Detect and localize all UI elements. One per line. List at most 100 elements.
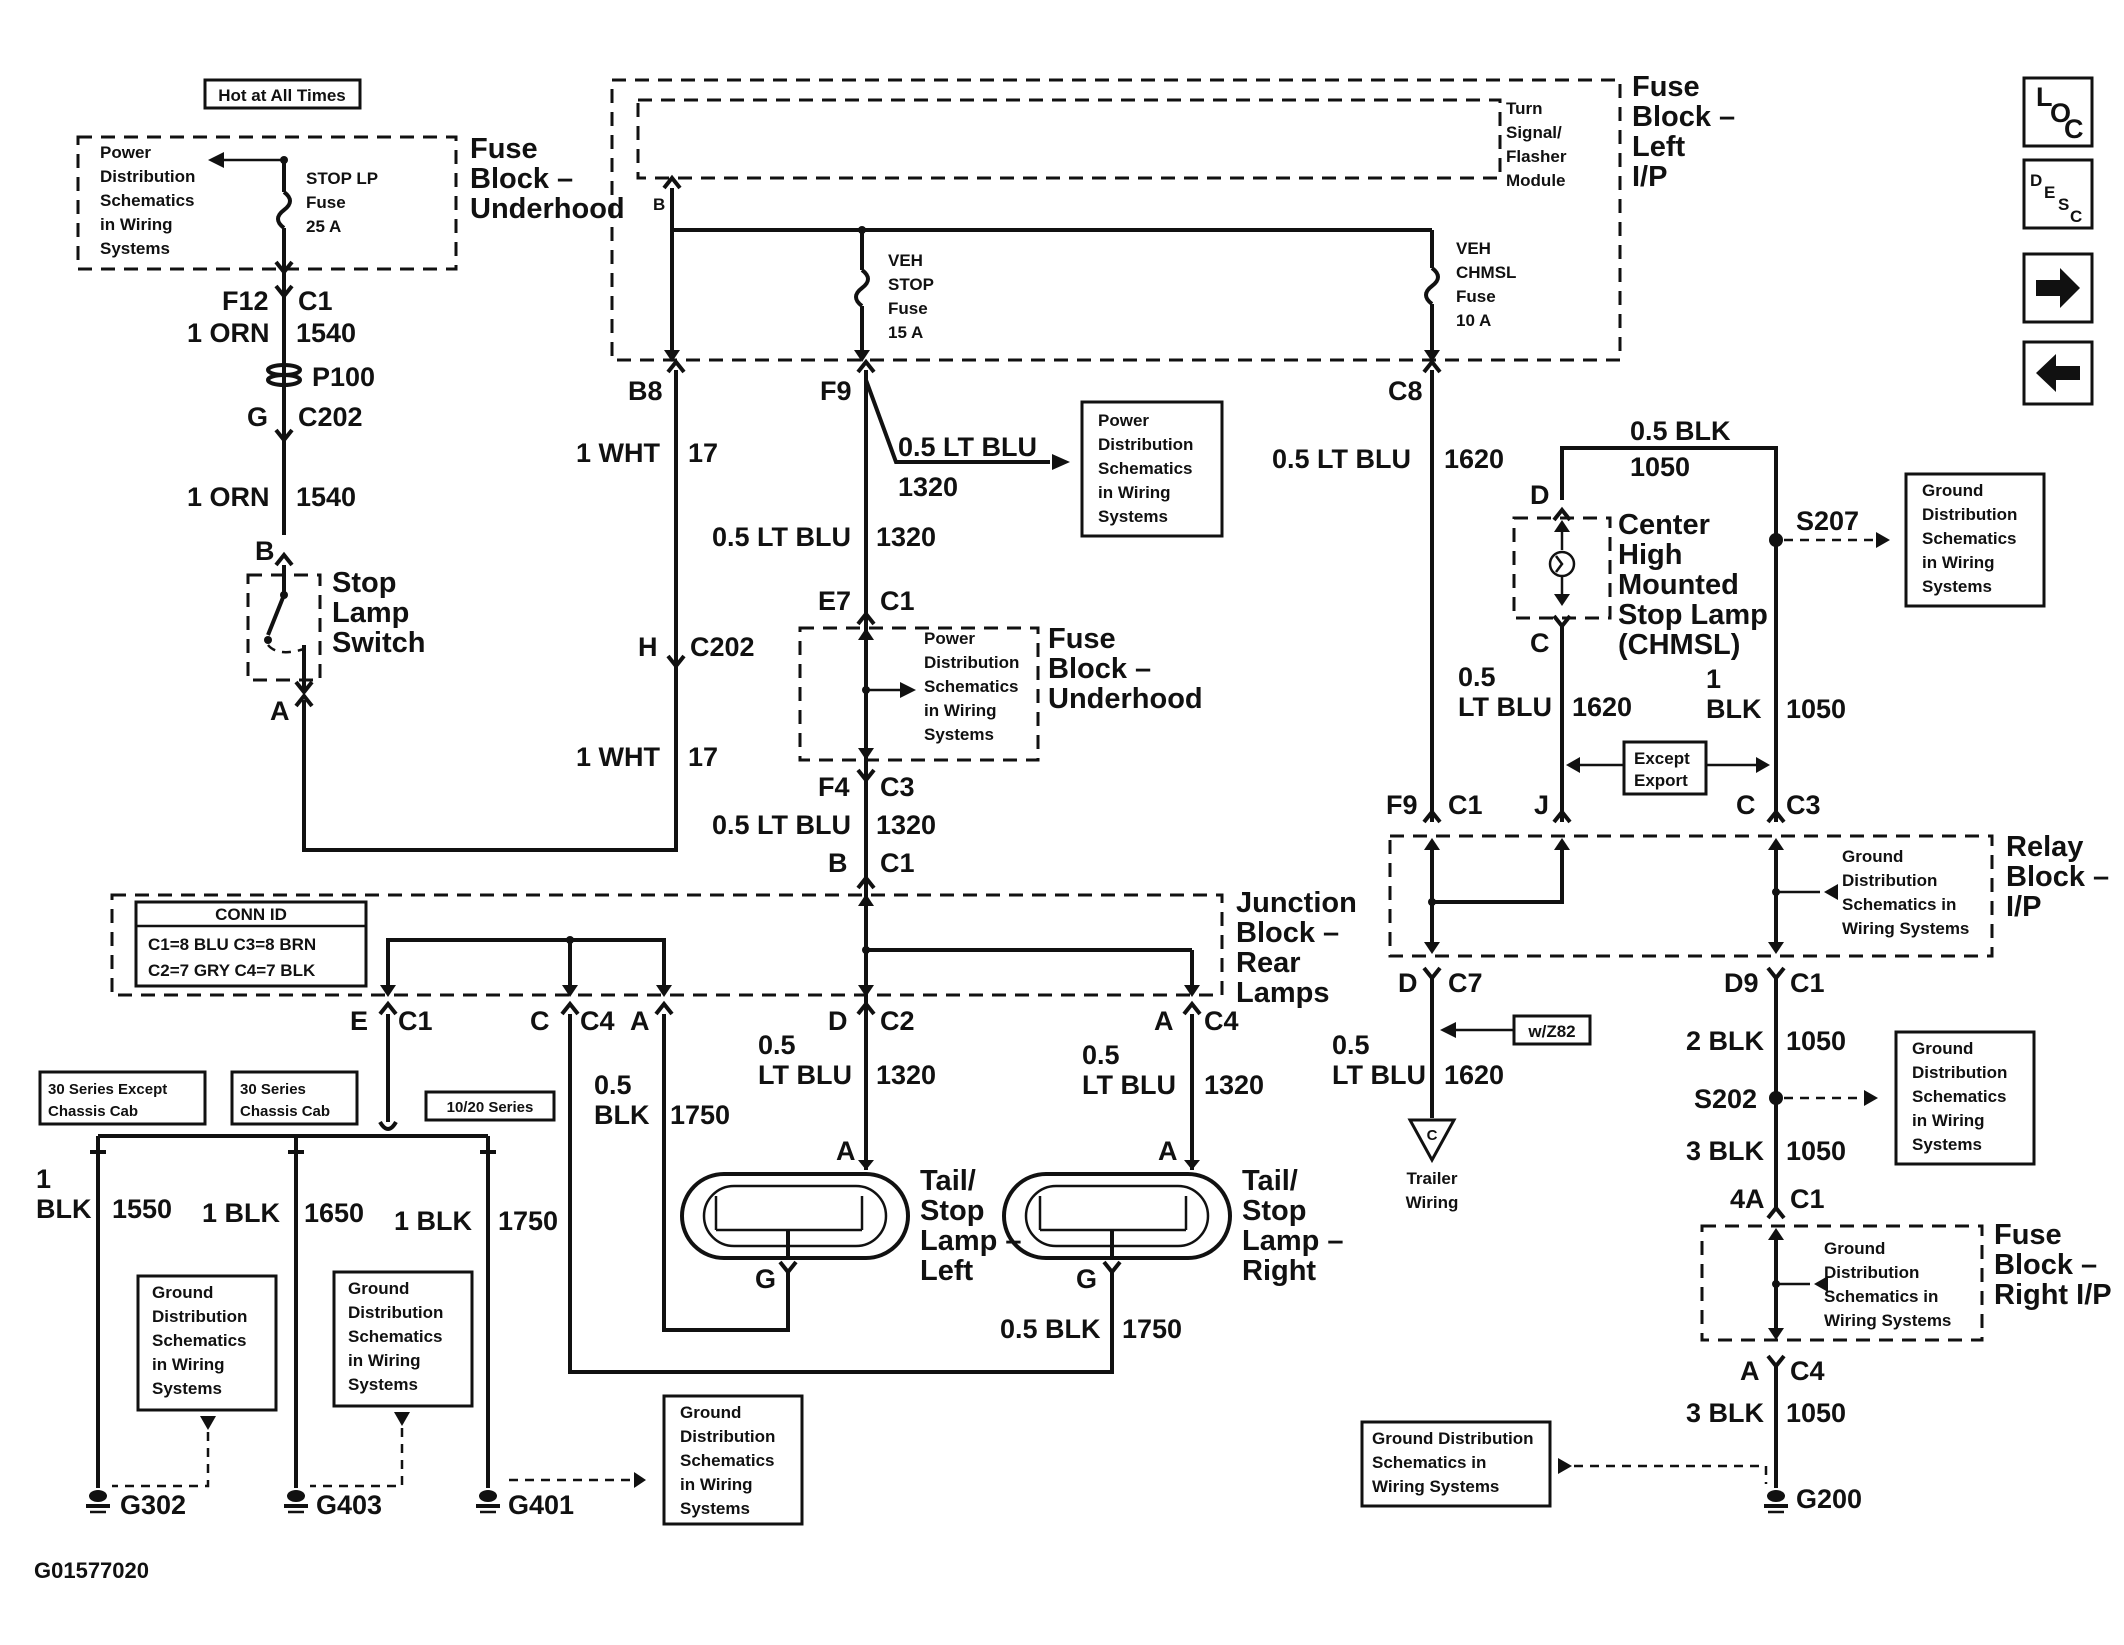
power-distribution-ref-top: Power Distribution Schematics in Wiring … [100,143,284,258]
right-lamp-ground-wire [568,1014,1114,1374]
svg-text:C: C [1736,790,1756,820]
svg-text:S: S [2058,195,2069,214]
svg-text:C: C [2064,114,2084,144]
svg-text:Block –: Block – [1632,101,1735,133]
ground-ref-s202: Ground Distribution Schematics in Wiring… [1894,1030,2036,1166]
svg-text:1 WHT: 1 WHT [576,742,661,772]
svg-text:Schematics: Schematics [1922,529,2017,548]
svg-text:A: A [836,1136,856,1166]
ground-ref-g200: Ground Distribution Schematics in Wiring… [1360,1420,1768,1508]
svg-text:C202: C202 [298,402,363,432]
svg-text:Trailer: Trailer [1406,1169,1457,1188]
trailer-wiring-wire: D C7 w/Z82 0.5 LT BLU 1620 C Trailer Wir… [1332,966,1592,1212]
svg-text:1540: 1540 [296,482,356,512]
svg-text:1320: 1320 [898,472,958,502]
wire-1320-lt-blu: F9 0.5 LT BLU 1320 0.5 LT BLU 1320 E7 C1… [712,358,1070,1165]
svg-text:C1: C1 [298,286,333,316]
svg-text:Distribution: Distribution [152,1307,247,1326]
svg-text:CONN ID: CONN ID [215,905,287,924]
svg-text:1: 1 [1706,664,1721,694]
svg-text:25 A: 25 A [306,217,341,236]
svg-text:BLK: BLK [1706,694,1762,724]
svg-text:Center: Center [1618,509,1710,541]
svg-text:1320: 1320 [876,810,936,840]
svg-text:1320: 1320 [876,1060,936,1090]
svg-text:1750: 1750 [670,1100,730,1130]
svg-text:C1: C1 [880,586,915,616]
svg-text:D9: D9 [1724,968,1759,998]
svg-text:0.5: 0.5 [1082,1040,1120,1070]
svg-text:Distribution: Distribution [1912,1063,2007,1082]
svg-text:1 ORN: 1 ORN [187,482,270,512]
svg-text:S207: S207 [1796,506,1859,536]
svg-text:Power: Power [924,629,975,648]
svg-text:L: L [2036,82,2053,112]
svg-text:Ground: Ground [348,1279,409,1298]
svg-text:C7: C7 [1448,968,1483,998]
svg-text:I/P: I/P [1632,161,1667,193]
svg-text:0.5 LT BLU: 0.5 LT BLU [712,810,851,840]
prev-arrow-icon[interactable] [2022,340,2094,406]
svg-text:C8: C8 [1388,376,1423,406]
svg-text:Schematics: Schematics [100,191,195,210]
svg-text:Fuse: Fuse [1048,623,1116,655]
svg-text:in Wiring: in Wiring [152,1355,225,1374]
svg-text:Relay: Relay [2006,831,2083,863]
svg-text:0.5: 0.5 [594,1070,632,1100]
svg-text:Left: Left [920,1255,974,1287]
svg-text:Distribution: Distribution [924,653,1019,672]
desc-icon[interactable]: D E S C [2022,158,2094,230]
svg-text:Schematics in: Schematics in [1824,1287,1938,1306]
svg-text:10 A: 10 A [1456,311,1491,330]
wire-1620-lt-blu: C8 0.5 LT BLU 1620 F9 C1 [1272,358,1504,824]
turn-signal-flasher-module: Turn Signal/ Flasher Module [1506,99,1567,190]
svg-text:Block –: Block – [1048,653,1151,685]
svg-text:C2=7 GRY C4=7 BLK: C2=7 GRY C4=7 BLK [148,961,316,980]
svg-text:Right: Right [1242,1255,1316,1287]
svg-text:STOP: STOP [888,275,934,294]
svg-text:LT BLU: LT BLU [1458,692,1552,722]
flasher-output-bus: B [653,174,1432,362]
ground-g200: A C4 3 BLK 1050 G200 [1686,1354,1862,1514]
svg-text:Chassis Cab: Chassis Cab [240,1103,330,1120]
svg-text:0.5 LT BLU: 0.5 LT BLU [1272,444,1411,474]
series-labels: 30 Series Except Chassis Cab 30 Series C… [38,1070,556,1126]
svg-text:C4: C4 [1790,1356,1825,1386]
svg-text:E: E [2044,183,2055,202]
svg-text:1620: 1620 [1444,1060,1504,1090]
svg-text:G: G [1076,1264,1097,1294]
svg-text:1050: 1050 [1630,452,1690,482]
loc-icon[interactable]: L O C [2022,76,2094,148]
svg-text:Lamp: Lamp [332,597,409,629]
svg-text:Lamp –: Lamp – [1242,1225,1344,1257]
svg-text:1750: 1750 [498,1206,558,1236]
svg-text:Ground: Ground [1922,481,1983,500]
svg-text:Systems: Systems [100,239,170,258]
svg-text:0.5: 0.5 [1332,1030,1370,1060]
svg-text:2 BLK: 2 BLK [1686,1026,1765,1056]
svg-text:C3: C3 [1786,790,1821,820]
svg-text:1050: 1050 [1786,1398,1846,1428]
svg-text:17: 17 [688,438,718,468]
stop-lp-fuse: STOP LP Fuse 25 A [276,156,378,268]
svg-text:BLK: BLK [36,1194,92,1224]
svg-text:1 ORN: 1 ORN [187,318,270,348]
svg-text:1 BLK: 1 BLK [394,1206,473,1236]
ground-ref-g403: Ground Distribution Schematics in Wiring… [310,1270,474,1488]
svg-text:D: D [1398,968,1418,998]
svg-text:Systems: Systems [152,1379,222,1398]
svg-text:Lamps: Lamps [1236,977,1329,1009]
svg-text:LT BLU: LT BLU [758,1060,852,1090]
svg-text:Ground: Ground [152,1283,213,1302]
svg-text:1 BLK: 1 BLK [202,1198,281,1228]
svg-text:in Wiring: in Wiring [348,1351,421,1370]
svg-text:Flasher: Flasher [1506,147,1567,166]
svg-text:F4: F4 [818,772,850,802]
svg-text:0.5 LT BLU: 0.5 LT BLU [712,522,851,552]
next-arrow-icon[interactable] [2022,252,2094,324]
svg-text:Except: Except [1634,749,1690,768]
svg-text:15 A: 15 A [888,323,923,342]
svg-text:G: G [247,402,268,432]
svg-text:C2: C2 [880,1006,915,1036]
